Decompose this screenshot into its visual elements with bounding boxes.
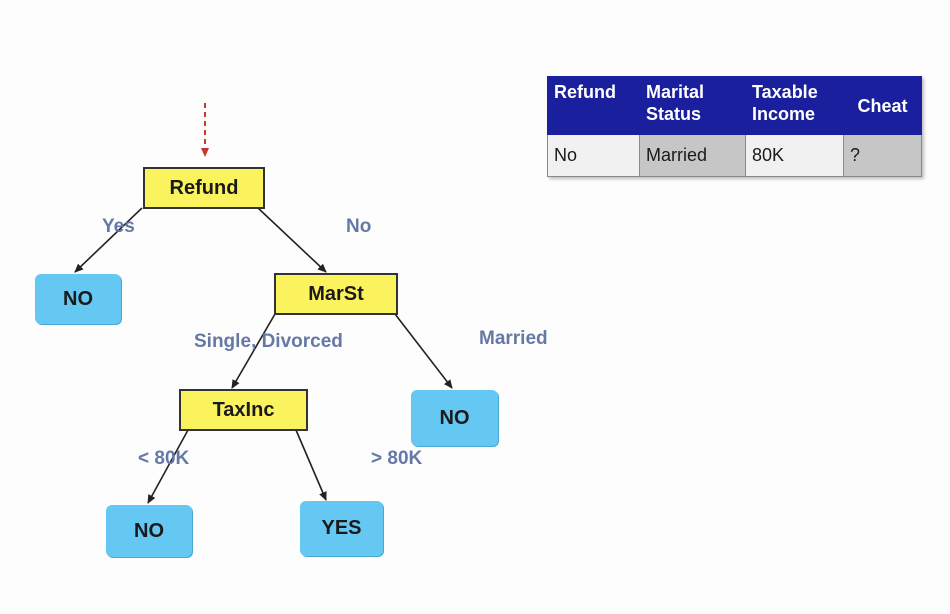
cell-marital-status: Married [639, 134, 746, 177]
header-taxable-income: Taxable Income [745, 76, 844, 135]
cell-refund: No [547, 134, 640, 177]
edge-refund-no [257, 207, 327, 273]
cell-cheat: ? [843, 134, 922, 177]
header-taxable-line2: Income [752, 104, 816, 124]
edge-label-married: Married [479, 328, 548, 349]
leaf-refund-yes: NO [35, 274, 121, 324]
node-refund: Refund [143, 167, 265, 209]
header-cheat: Cheat [843, 76, 922, 135]
header-marital-line1: Marital [646, 82, 705, 102]
leaf-high-income: YES [300, 501, 383, 556]
header-taxable-line1: Taxable [752, 82, 818, 102]
table-row: No Married 80K ? [547, 134, 922, 177]
edge-marst-married [394, 313, 453, 389]
edge-label-yes: Yes [102, 216, 135, 237]
header-refund: Refund [547, 76, 640, 135]
node-marst: MarSt [274, 273, 398, 315]
node-taxinc: TaxInc [179, 389, 308, 431]
table-header-row: Refund Marital Status Taxable Income Che… [547, 76, 922, 135]
edge-label-low-income: < 80K [138, 448, 190, 469]
edge-label-no: No [346, 216, 372, 237]
edge-marst-single-divorced [231, 313, 276, 389]
header-marital-status: Marital Status [639, 76, 746, 135]
header-refund-label: Refund [554, 82, 616, 102]
edge-label-high-income: > 80K [371, 448, 423, 469]
edge-label-single-divorced: Single, Divorced [194, 331, 343, 352]
leaf-low-income: NO [106, 505, 192, 557]
edge-taxinc-high [295, 429, 327, 501]
leaf-married: NO [411, 390, 498, 446]
header-marital-line2: Status [646, 104, 702, 124]
test-record-table: Refund Marital Status Taxable Income Che… [547, 76, 922, 177]
header-cheat-label: Cheat [857, 95, 908, 116]
cell-taxable-income: 80K [745, 134, 844, 177]
edge-refund-yes [74, 207, 143, 273]
edge-taxinc-low [147, 429, 189, 504]
